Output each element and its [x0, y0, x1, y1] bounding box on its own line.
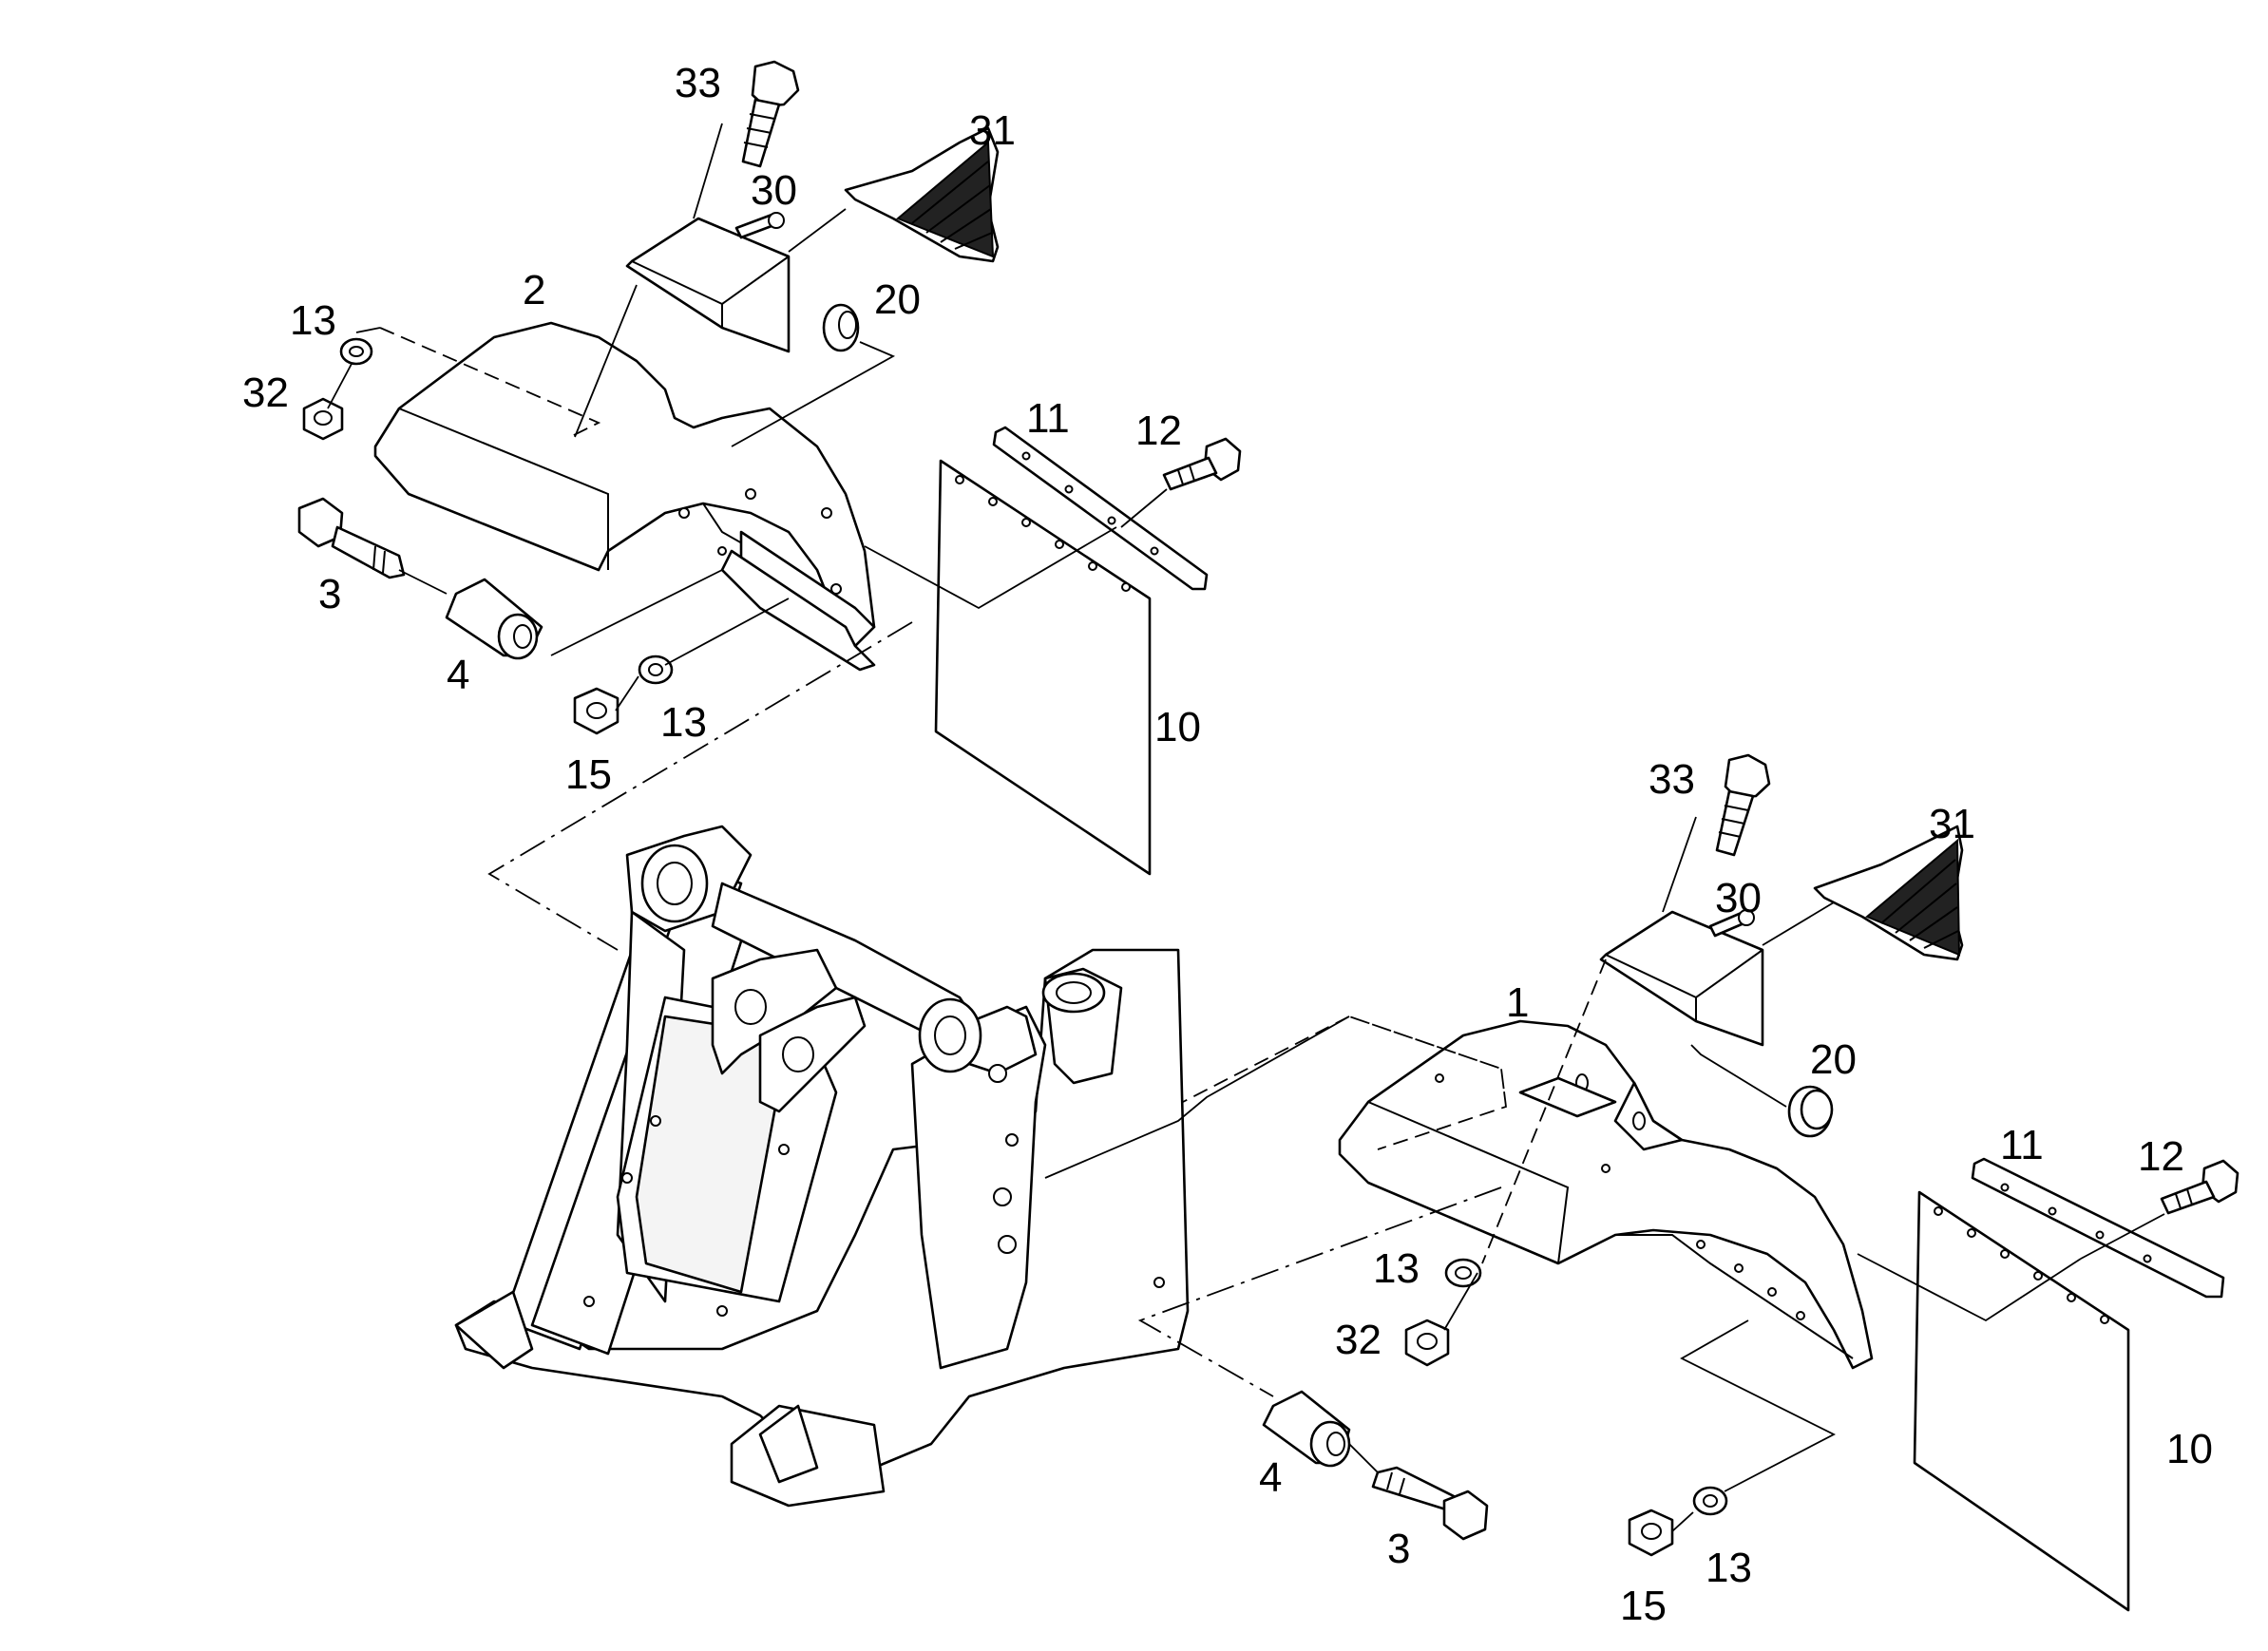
callout-32: 32 — [242, 370, 289, 416]
spacer-4 — [445, 578, 543, 660]
pin-30 — [734, 212, 785, 239]
mud-flap-10b — [1913, 1190, 2130, 1612]
bottom-fender-assembly — [1044, 753, 2239, 1612]
callout-13d: 13 — [1706, 1545, 1752, 1591]
callout-12: 12 — [1135, 408, 1182, 454]
callout-32b: 32 — [1335, 1317, 1382, 1363]
callout-30b: 30 — [1715, 875, 1762, 921]
bolt-33 — [741, 60, 800, 168]
callout-12b: 12 — [2138, 1133, 2184, 1180]
callout-31: 31 — [969, 107, 1016, 154]
cap-20 — [1787, 1085, 1834, 1138]
callout-3b: 3 — [1387, 1526, 1410, 1572]
callouts-top: 33 31 30 2 20 13 32 11 12 3 4 13 15 10 — [242, 60, 1201, 798]
callout-11: 11 — [1026, 395, 1070, 442]
loader-frame — [454, 825, 1190, 1508]
callout-13c: 13 — [1373, 1245, 1420, 1292]
callout-3: 3 — [318, 571, 341, 617]
callout-30: 30 — [751, 167, 797, 214]
callout-1: 1 — [1506, 979, 1529, 1026]
callout-13b: 13 — [660, 699, 707, 746]
bolt-3 — [297, 497, 406, 579]
callout-4b: 4 — [1259, 1454, 1282, 1501]
spacer-4b — [1262, 1390, 1351, 1468]
callout-20: 20 — [874, 276, 921, 323]
callout-15b: 15 — [1620, 1583, 1667, 1629]
bolt-3b — [1371, 1466, 1489, 1541]
callout-33b: 33 — [1649, 756, 1695, 803]
callout-2: 2 — [523, 267, 545, 313]
fender-1 — [1338, 1019, 1874, 1370]
pin-30b — [1708, 909, 1755, 938]
callout-10: 10 — [1154, 704, 1201, 750]
callout-11b: 11 — [2000, 1122, 2044, 1168]
callout-10b: 10 — [2166, 1426, 2213, 1472]
callouts-bottom: 33 31 30 1 20 11 12 13 32 10 4 3 15 13 — [1259, 756, 2213, 1629]
bushing-20 — [822, 303, 860, 352]
callout-33: 33 — [675, 60, 721, 106]
callout-4: 4 — [447, 652, 469, 698]
callout-31b: 31 — [1929, 801, 1975, 847]
callout-15: 15 — [565, 751, 612, 798]
bolt-12 — [1162, 437, 1242, 491]
clamp-bar-11b — [1971, 1157, 2225, 1299]
bolt-33b — [1715, 753, 1771, 857]
bolt-12b — [2160, 1159, 2239, 1215]
top-fender-assembly — [297, 60, 1242, 951]
callout-20b: 20 — [1810, 1036, 1857, 1083]
callout-13: 13 — [290, 297, 336, 344]
